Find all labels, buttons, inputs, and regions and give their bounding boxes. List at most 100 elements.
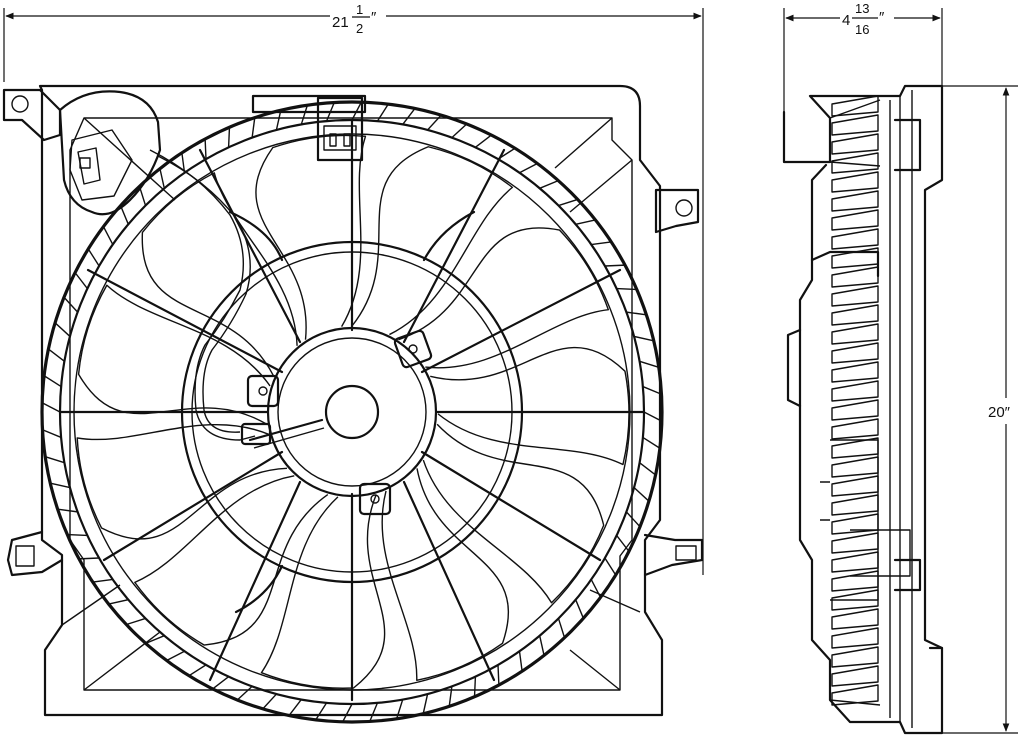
ring-rib <box>369 702 379 722</box>
ring-rib <box>159 168 165 189</box>
side-fin <box>831 646 879 668</box>
depth-frac-den: 16 <box>855 22 869 37</box>
fan-blade <box>77 284 271 425</box>
ring-rib <box>557 618 566 638</box>
ring-rib <box>643 411 663 422</box>
height-label: 20″ <box>988 404 1011 421</box>
ring-rib <box>325 102 335 122</box>
ring-rib <box>74 272 88 290</box>
motor-housing <box>266 326 438 498</box>
side-fin <box>831 266 879 288</box>
shroud-ring <box>40 100 664 724</box>
side-fins <box>831 95 879 706</box>
wire-harness <box>149 149 256 441</box>
ring-rib <box>625 511 641 528</box>
ring-rib <box>519 162 538 174</box>
fan-blade <box>398 227 610 369</box>
ring-rib <box>604 264 626 267</box>
ring-rib <box>642 385 662 395</box>
width-dimension: 21 1 2 ″ <box>3 2 704 575</box>
side-fin <box>831 589 879 611</box>
ear-top-left <box>2 88 62 142</box>
ring-rib <box>616 534 630 552</box>
ring-rib <box>57 508 78 513</box>
ring-rib <box>451 123 468 139</box>
ring-rib <box>92 578 113 583</box>
fan-blade <box>134 475 329 646</box>
side-fin <box>831 456 879 478</box>
side-fin <box>831 152 879 174</box>
side-fin <box>831 95 879 117</box>
ear-top-right <box>654 188 700 234</box>
ring-rib <box>262 693 277 710</box>
ring-rib <box>212 676 230 690</box>
ring-rib <box>67 533 88 537</box>
side-fin <box>831 228 879 250</box>
side-view <box>782 84 944 735</box>
ring-rib <box>275 110 282 131</box>
shroud-frame <box>38 84 664 717</box>
side-fin <box>831 570 879 592</box>
width-frac-num: 1 <box>356 2 363 17</box>
ring-rib <box>575 219 596 225</box>
side-fin <box>831 361 879 383</box>
side-fin <box>831 304 879 326</box>
ring-rib <box>351 101 362 121</box>
ring-rib <box>448 686 453 707</box>
ring-rib <box>427 114 442 131</box>
width-whole: 21 <box>332 14 349 31</box>
side-fin <box>831 437 879 459</box>
depth-whole: 4 <box>842 12 850 29</box>
side-fin <box>831 399 879 421</box>
side-fin <box>831 209 879 231</box>
ring-rib <box>633 335 654 342</box>
width-unit: ″ <box>371 9 377 26</box>
ring-rib <box>342 703 353 723</box>
ring-rib <box>181 152 186 173</box>
stator-struts <box>58 118 646 702</box>
ring-rib <box>422 693 429 714</box>
side-fin <box>831 627 879 649</box>
ring-rib <box>518 651 523 672</box>
depth-unit: ″ <box>879 9 885 26</box>
ring-rib <box>590 579 602 598</box>
ring-rib <box>558 198 578 207</box>
side-fin <box>831 285 879 307</box>
motor-mount-tabs <box>240 329 433 516</box>
ring-rib <box>87 248 100 267</box>
side-fin <box>831 494 879 516</box>
ring-rib <box>626 311 647 316</box>
ring-rib <box>575 599 585 619</box>
depth-frac-num: 13 <box>855 1 869 16</box>
ring-rib <box>633 487 650 502</box>
fan-blade <box>141 172 298 377</box>
side-fin <box>831 247 879 269</box>
side-fin <box>831 114 879 136</box>
side-fin <box>831 323 879 345</box>
ring-rib <box>639 360 659 369</box>
ring-rib <box>138 186 147 206</box>
side-fin <box>831 475 879 497</box>
fan-blade <box>255 134 367 340</box>
ring-rib <box>227 127 231 148</box>
ring-rib <box>119 205 129 225</box>
top-connector <box>251 94 367 162</box>
ring-rib <box>315 702 328 721</box>
ring-rib <box>41 402 61 413</box>
depth-dimension: 4 13 16 ″ <box>783 1 943 112</box>
ring-rib <box>54 322 71 337</box>
ring-rib <box>288 699 302 716</box>
ring-rib <box>539 635 545 656</box>
fan-blade <box>351 146 514 336</box>
side-fin <box>831 418 879 440</box>
ring-rib <box>639 462 656 476</box>
ring-rib <box>474 134 492 148</box>
ring-rib <box>473 676 477 697</box>
shroud-ring-ribs <box>41 101 663 723</box>
fan-blade <box>76 423 288 540</box>
ring-rib <box>497 664 500 686</box>
ring-rib <box>604 557 617 576</box>
ring-rib <box>616 287 637 291</box>
side-fin <box>831 133 879 155</box>
